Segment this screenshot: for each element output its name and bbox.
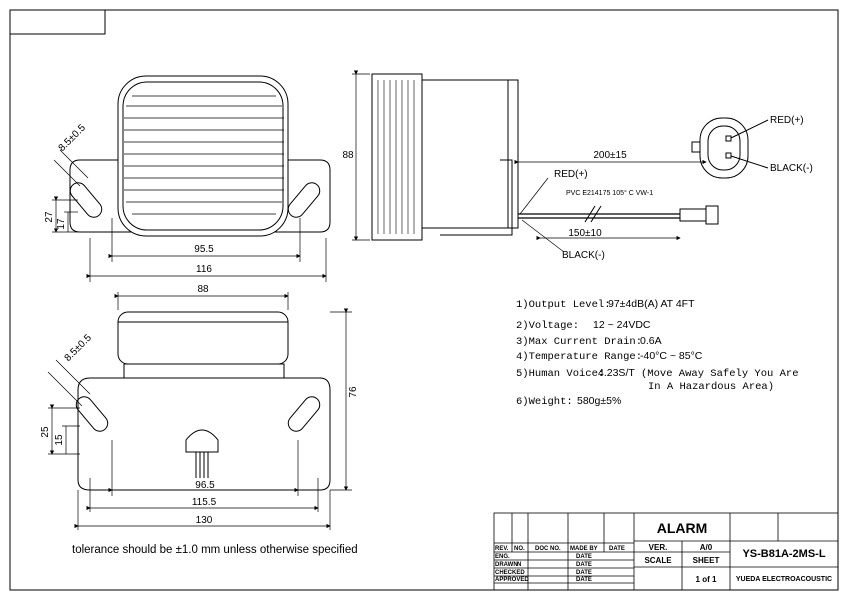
- tb-checked: CHECKED: [495, 570, 525, 576]
- spec-value: 4.23S/T: [598, 367, 635, 379]
- tb-date-checked: DATE: [576, 570, 592, 576]
- tolerance-note: tolerance should be ±1.0 mm unless other…: [72, 544, 358, 556]
- spec-list: 1)Output Level: 97±4dB(A) AT 4FT 2)Volta…: [516, 298, 799, 408]
- front-view: [69, 75, 331, 237]
- spec-value: -40°C ~ 85°C: [640, 350, 703, 362]
- title-block: [493, 512, 839, 591]
- title-block-ver-value: A/0: [700, 543, 713, 552]
- label-wire-red: RED(+): [554, 169, 588, 180]
- tb-n: N: [517, 562, 521, 568]
- dim-bottom-height: 76: [348, 386, 359, 398]
- tb-approved: APPROVED: [495, 577, 529, 583]
- side-view: [371, 73, 719, 241]
- spec-label: 1)Output Level:: [516, 299, 611, 311]
- tb-made-by: MADE BY: [570, 546, 598, 552]
- tb-drawn: DRAWN: [495, 562, 518, 568]
- title-block-part-no: YS-B81A-2MS-L: [742, 548, 825, 560]
- spec-value: 580g±5%: [577, 395, 621, 407]
- spec-extra: (Move Away Safely You Are: [641, 368, 799, 380]
- title-block-scale: SCALE: [644, 556, 672, 565]
- tb-date: DATE: [609, 546, 625, 552]
- spec-value: 97±4dB(A) AT 4FT: [608, 298, 695, 310]
- spec-label: 5)Human Voice:: [516, 368, 604, 380]
- dim-top-slot: 8.5±0.5: [57, 122, 89, 154]
- spec-label: 3)Max Current Drain:: [516, 336, 642, 348]
- dim-side-height: 88: [342, 150, 354, 161]
- spec-value: 0.6A: [640, 335, 662, 347]
- dim-bottom-top-width: 88: [197, 284, 209, 295]
- dim-cable-length: 200±15: [593, 150, 627, 161]
- dim-top-width-inner: 95.5: [194, 244, 214, 255]
- title-block-company: YUEDA ELECTROACOUSTIC: [736, 576, 832, 583]
- dim-top-width-outer: 116: [196, 264, 212, 275]
- label-wire-black: BLACK(-): [562, 250, 605, 261]
- drawing-frame: [9, 9, 839, 591]
- spec-value: 12 ~ 24VDC: [593, 319, 651, 331]
- dim-bottom-h2: 15: [54, 434, 65, 446]
- title-block-title: ALARM: [657, 520, 708, 536]
- dim-top-h2: 17: [56, 218, 67, 230]
- tb-date-drawn: DATE: [576, 562, 592, 568]
- connector-view: [691, 117, 769, 179]
- tb-eng: ENG.: [495, 554, 510, 560]
- dim-cable-strip: 150±10: [568, 228, 602, 239]
- dim-bottom-w1: 96.5: [195, 480, 215, 491]
- front-view-dimensions: [52, 149, 327, 282]
- tb-no: NO.: [514, 546, 525, 552]
- top-view-dimensions: [47, 292, 352, 530]
- dim-bottom-w2: 115.5: [192, 497, 217, 508]
- title-block-sheet: SHEET: [693, 556, 720, 565]
- top-view: [75, 311, 331, 491]
- dim-bottom-w3: 130: [196, 515, 213, 526]
- spec-extra2: In A Hazardous Area): [648, 381, 774, 393]
- side-view-dimensions: [352, 70, 707, 253]
- tb-doc-no: DOC NO.: [535, 546, 561, 552]
- tb-date-eng: DATE: [576, 554, 592, 560]
- spec-label: 6)Weight:: [516, 396, 573, 408]
- spec-label: 4)Temperature Range:: [516, 351, 642, 363]
- label-cable-spec: PVC E214175 105° C VW-1: [566, 189, 653, 197]
- tb-rev: REV.: [495, 546, 509, 552]
- dim-bottom-h1: 25: [40, 426, 51, 438]
- connector-red-label: RED(+): [770, 115, 804, 126]
- title-block-ver-label: VER.: [649, 543, 668, 552]
- dim-bottom-slot: 8.5±0.5: [63, 332, 95, 364]
- connector-black-label: BLACK(-): [770, 163, 813, 174]
- spec-label: 2)Voltage:: [516, 320, 579, 332]
- title-block-sheet-value: 1 of 1: [696, 575, 717, 584]
- tb-date-approved: DATE: [576, 577, 592, 583]
- dim-top-h1: 27: [44, 211, 55, 223]
